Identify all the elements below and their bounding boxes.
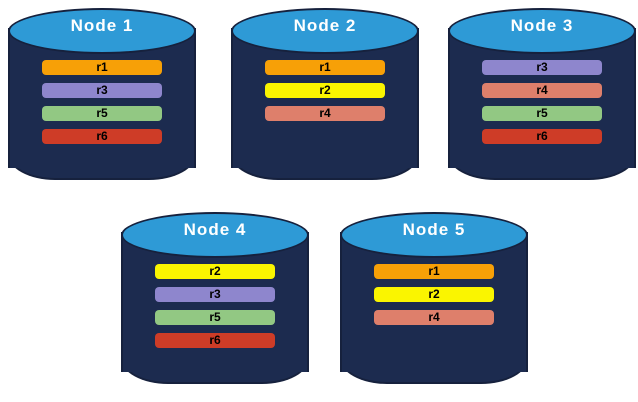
replica-bar[interactable]: r4 [482,83,602,98]
replica-bar[interactable]: r3 [155,287,275,302]
replica-bar[interactable]: r4 [265,106,385,121]
node-cylinder[interactable]: Node 4 r2 r3 r5 r6 [121,212,309,392]
replica-list: r2 r3 r5 r6 [155,264,275,356]
node-cylinder[interactable]: Node 2 r1 r2 r4 [231,8,419,188]
replica-list: r1 r2 r4 [265,60,385,129]
node-label: Node 2 [293,16,357,35]
replica-bar[interactable]: r5 [155,310,275,325]
replica-bar[interactable]: r6 [482,129,602,144]
cylinder-top-ellipse [231,8,419,54]
node-label: Node 5 [402,220,466,239]
replica-bar[interactable]: r4 [374,310,494,325]
replica-list: r1 r2 r4 [374,264,494,333]
replica-bar[interactable]: r6 [155,333,275,348]
replica-bar[interactable]: r1 [265,60,385,75]
cylinder-top-ellipse [340,212,528,258]
cylinder-top-ellipse [448,8,636,54]
node-cylinder[interactable]: Node 3 r3 r4 r5 r6 [448,8,636,188]
replica-list: r3 r4 r5 r6 [482,60,602,152]
node-label: Node 1 [70,16,134,35]
replica-bar[interactable]: r5 [42,106,162,121]
replica-bar[interactable]: r2 [155,264,275,279]
replica-bar[interactable]: r5 [482,106,602,121]
replica-bar[interactable]: r1 [42,60,162,75]
replica-bar[interactable]: r6 [42,129,162,144]
node-cylinder[interactable]: Node 1 r1 r3 r5 r6 [8,8,196,188]
node-label: Node 3 [510,16,574,35]
cylinder-top-ellipse [8,8,196,54]
replica-bar[interactable]: r1 [374,264,494,279]
replica-bar[interactable]: r3 [482,60,602,75]
node-cylinder[interactable]: Node 5 r1 r2 r4 [340,212,528,392]
replica-bar[interactable]: r2 [374,287,494,302]
cylinder-top-ellipse [121,212,309,258]
replica-bar[interactable]: r3 [42,83,162,98]
replica-list: r1 r3 r5 r6 [42,60,162,152]
node-label: Node 4 [183,220,247,239]
replica-bar[interactable]: r2 [265,83,385,98]
